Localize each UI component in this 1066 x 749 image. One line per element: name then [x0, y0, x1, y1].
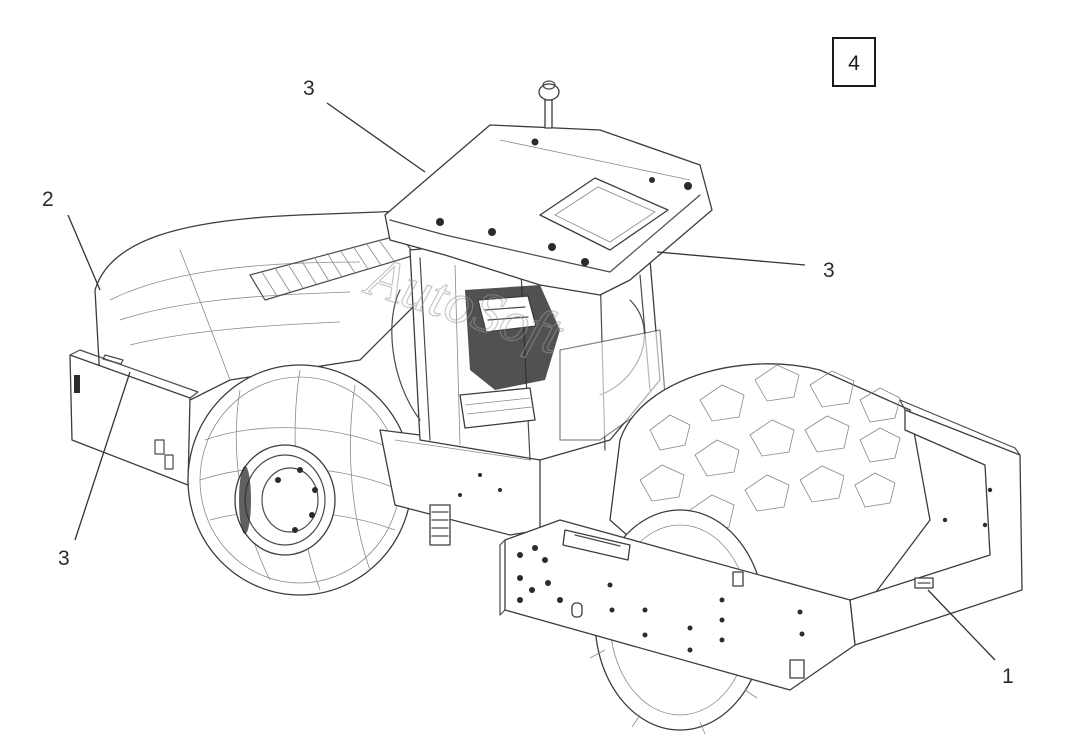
cab-roof [384, 80, 713, 296]
callout-3-roof: 3 [303, 77, 426, 173]
figure-number-box: 4 [832, 37, 876, 87]
callout-label-3-cab-side: 3 [823, 259, 835, 282]
rear-bumper [69, 349, 199, 486]
callout-3-cab-side: 3 [656, 251, 835, 282]
callout-label-2: 2 [42, 188, 54, 211]
engine-hood [94, 209, 431, 401]
drum-frame-front [499, 519, 856, 691]
chassis-frame [379, 429, 541, 546]
figure-number: 4 [848, 52, 860, 75]
callout-label-1: 1 [1002, 665, 1014, 688]
callout-label-3-roof: 3 [303, 77, 315, 100]
callout-1: 1 [927, 589, 1014, 688]
rear-wheel [187, 364, 413, 596]
callout-2: 2 [42, 188, 101, 291]
callout-label-3-hood: 3 [58, 547, 70, 570]
callout-3-hood: 3 [58, 371, 131, 570]
